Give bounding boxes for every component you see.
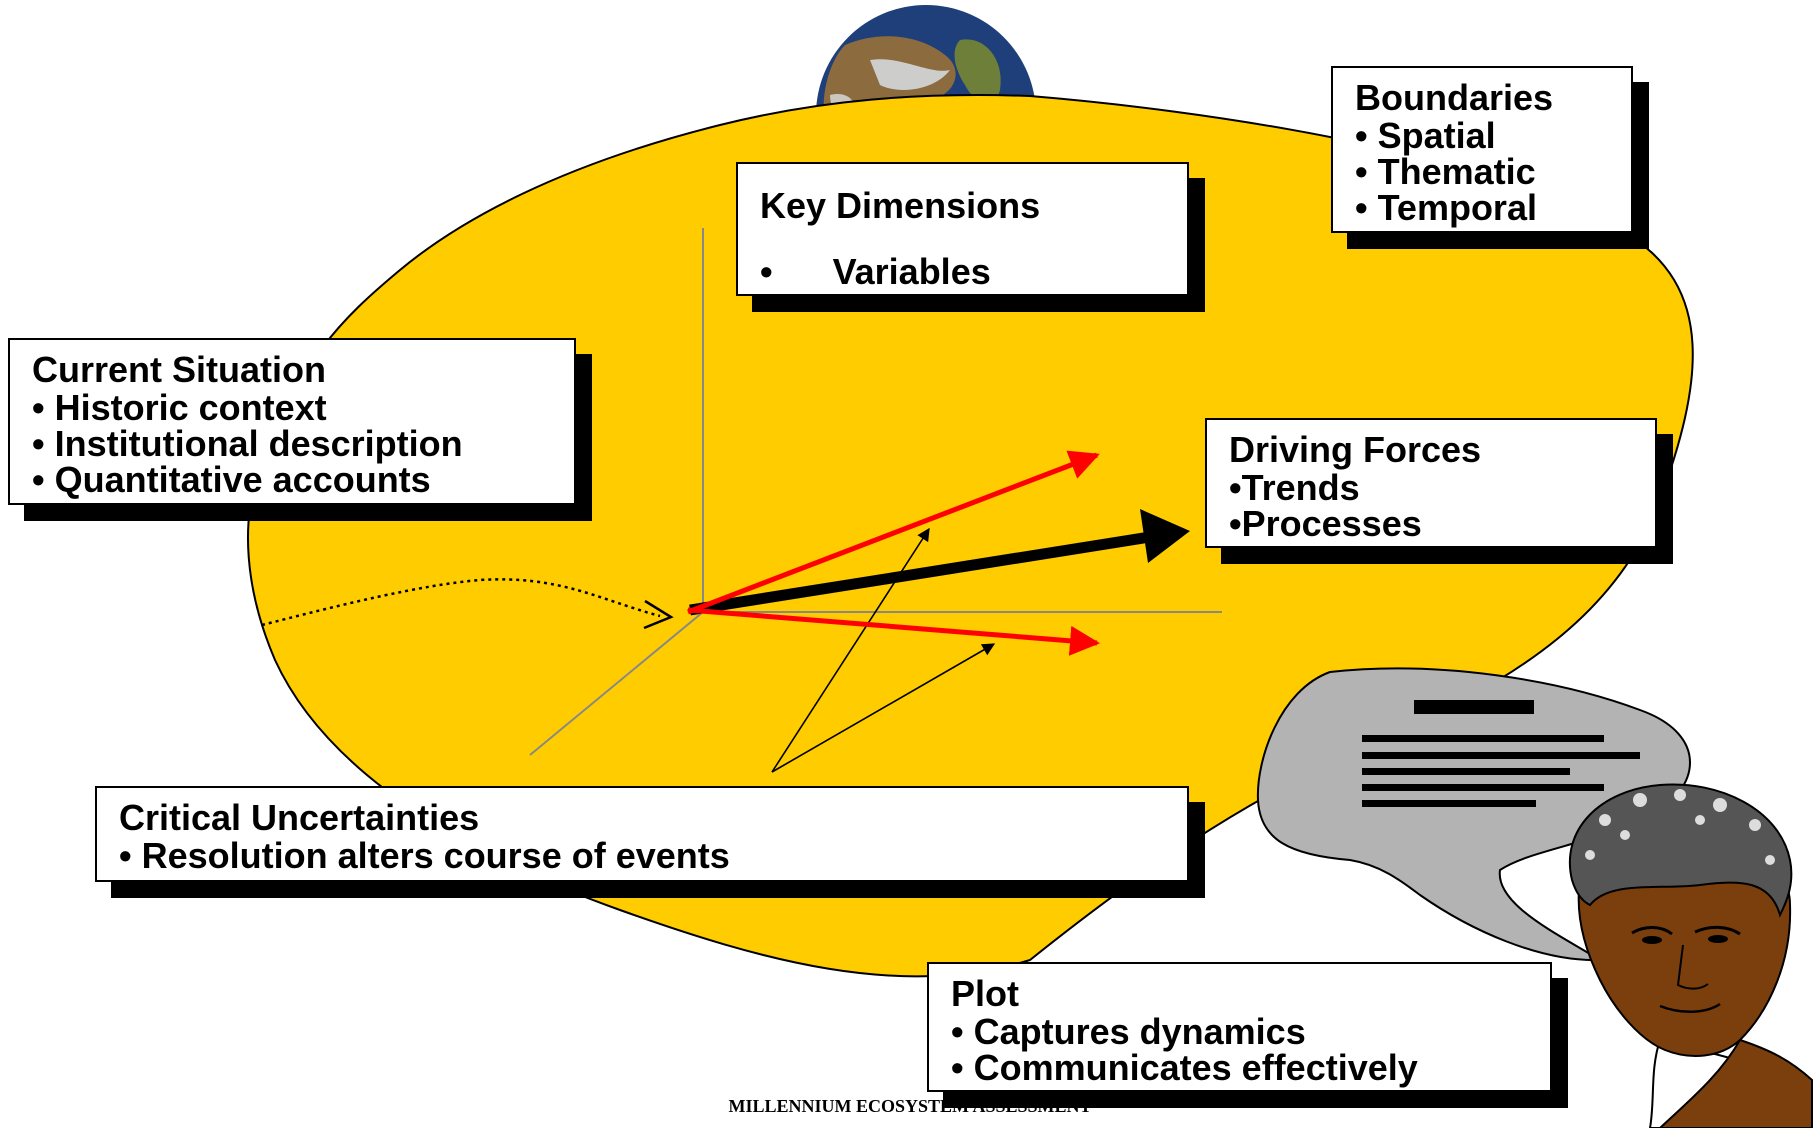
- boundaries-title: Boundaries: [1355, 77, 1554, 118]
- plot-list: • Captures dynamics • Communicates effec…: [951, 1014, 1534, 1086]
- historic-trajectory-arrowhead: [643, 599, 674, 630]
- person-face-icon: [1569, 783, 1814, 1128]
- driving-forces-list: •Trends •Processes: [1229, 470, 1639, 542]
- key-dimensions-title: Key Dimensions: [760, 185, 1041, 226]
- plot-item-communicates: • Communicates effectively: [951, 1047, 1418, 1088]
- critical-uncertainties-box: Critical Uncertainties • Resolution alte…: [95, 786, 1189, 882]
- driving-forces-title: Driving Forces: [1229, 429, 1482, 470]
- boundaries-item-spatial: • Spatial: [1355, 115, 1496, 156]
- footer-caption: MILLENNIUM ECOSYSTEM ASSESSMENT: [728, 1096, 1092, 1116]
- current-situation-list: • Historic context • Institutional descr…: [32, 390, 558, 498]
- current-situation-item-historic: • Historic context: [32, 387, 327, 428]
- historic-trajectory: [261, 578, 661, 627]
- boundaries-item-temporal: • Temporal: [1355, 187, 1537, 228]
- driving-forces-item-processes: •Processes: [1229, 503, 1422, 544]
- uncertainty-arrows: [771, 527, 996, 773]
- current-situation-item-quantitative: • Quantitative accounts: [32, 459, 431, 500]
- plot-box: Plot • Captures dynamics • Communicates …: [927, 962, 1552, 1092]
- critical-uncertainties-item-resolution: • Resolution alters course of events: [119, 835, 730, 876]
- critical-uncertainties-list: • Resolution alters course of events: [119, 838, 1171, 874]
- key-dimensions-item-variables: • Variables: [760, 251, 991, 292]
- boundaries-item-thematic: • Thematic: [1355, 151, 1536, 192]
- driving-forces-item-trends: •Trends: [1229, 467, 1360, 508]
- current-situation-item-institutional: • Institutional description: [32, 423, 463, 464]
- boundaries-box: Boundaries • Spatial • Thematic • Tempor…: [1331, 66, 1633, 233]
- key-dimensions-list: • Variables: [760, 254, 1171, 290]
- main-trajectory-arrow: [689, 509, 1190, 616]
- driving-forces-box: Driving Forces •Trends •Processes: [1205, 418, 1657, 548]
- current-situation-title: Current Situation: [32, 349, 326, 390]
- current-situation-box: Current Situation • Historic context • I…: [8, 338, 576, 505]
- plot-title: Plot: [951, 973, 1019, 1014]
- speech-bubble-icon: [1256, 667, 1691, 962]
- key-dimensions-box: Key Dimensions • Variables: [736, 162, 1189, 296]
- plot-item-captures: • Captures dynamics: [951, 1011, 1306, 1052]
- critical-uncertainties-title: Critical Uncertainties: [119, 797, 480, 838]
- red-scenario-arrows: [687, 450, 1100, 656]
- boundaries-list: • Spatial • Thematic • Temporal: [1355, 118, 1615, 226]
- dimension-axes: [529, 228, 1222, 756]
